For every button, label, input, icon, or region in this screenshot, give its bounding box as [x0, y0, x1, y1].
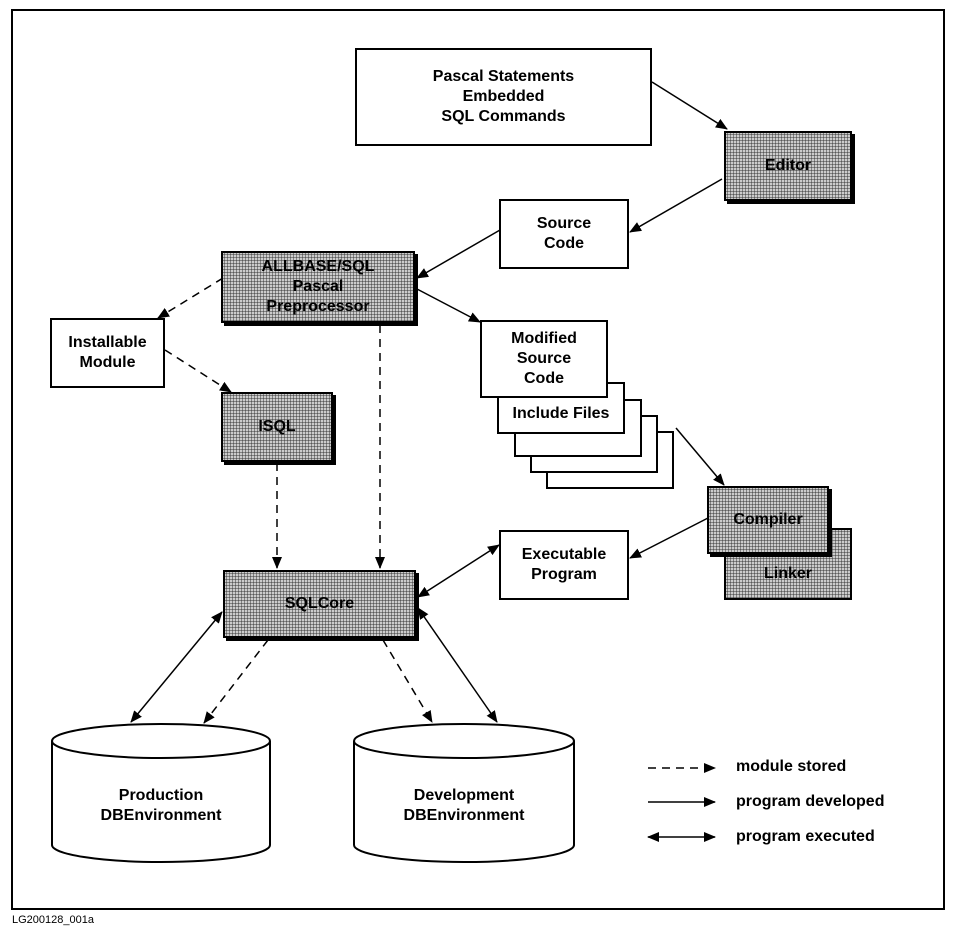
arrow-editor-source: [629, 178, 723, 233]
arrow-include-compiler: [675, 427, 725, 486]
production-cylinder: [51, 723, 271, 863]
arrow-sqlcore-development-stored: [382, 639, 433, 723]
development-cylinder: [353, 723, 575, 863]
compiler-box: Compiler: [707, 486, 829, 554]
arrow-preprocessor-modified: [416, 288, 481, 323]
installable-module-box: Installable Module: [50, 318, 165, 388]
source-code-box: Source Code: [499, 199, 629, 269]
sqlcore-box: SQLCore: [223, 570, 416, 638]
isql-box: ISQL: [221, 392, 333, 462]
executable-program-box: Executable Program: [499, 530, 629, 600]
modified-source-box: Modified Source Code: [480, 320, 608, 398]
production-label: Production DBEnvironment: [100, 787, 222, 824]
arrow-sqlcore-production-stored: [203, 639, 269, 724]
pascal-statements-box: Pascal Statements Embedded SQL Commands: [355, 48, 652, 146]
development-label: Development DBEnvironment: [403, 787, 525, 824]
figure-id: LG200128_001a: [12, 914, 94, 926]
editor-box: Editor: [724, 131, 852, 201]
arrow-sqlcore-development-exec: [417, 607, 498, 723]
diagram-frame: [11, 9, 945, 910]
arrow-sqlcore-production-exec: [130, 611, 223, 723]
preprocessor-box: ALLBASE/SQL Pascal Preprocessor: [221, 251, 415, 323]
arrow-installable-isql: [164, 349, 232, 393]
arrow-executable-sqlcore: [417, 544, 500, 598]
legend-program-executed: program executed: [736, 828, 875, 845]
arrow-source-preprocessor: [416, 229, 501, 279]
legend-module-stored: module stored: [736, 758, 847, 775]
arrow-pascal-editor: [651, 81, 728, 130]
legend-program-developed: program developed: [736, 793, 885, 810]
arrow-preprocessor-installable: [157, 277, 224, 319]
arrow-compiler-executable: [629, 517, 709, 559]
